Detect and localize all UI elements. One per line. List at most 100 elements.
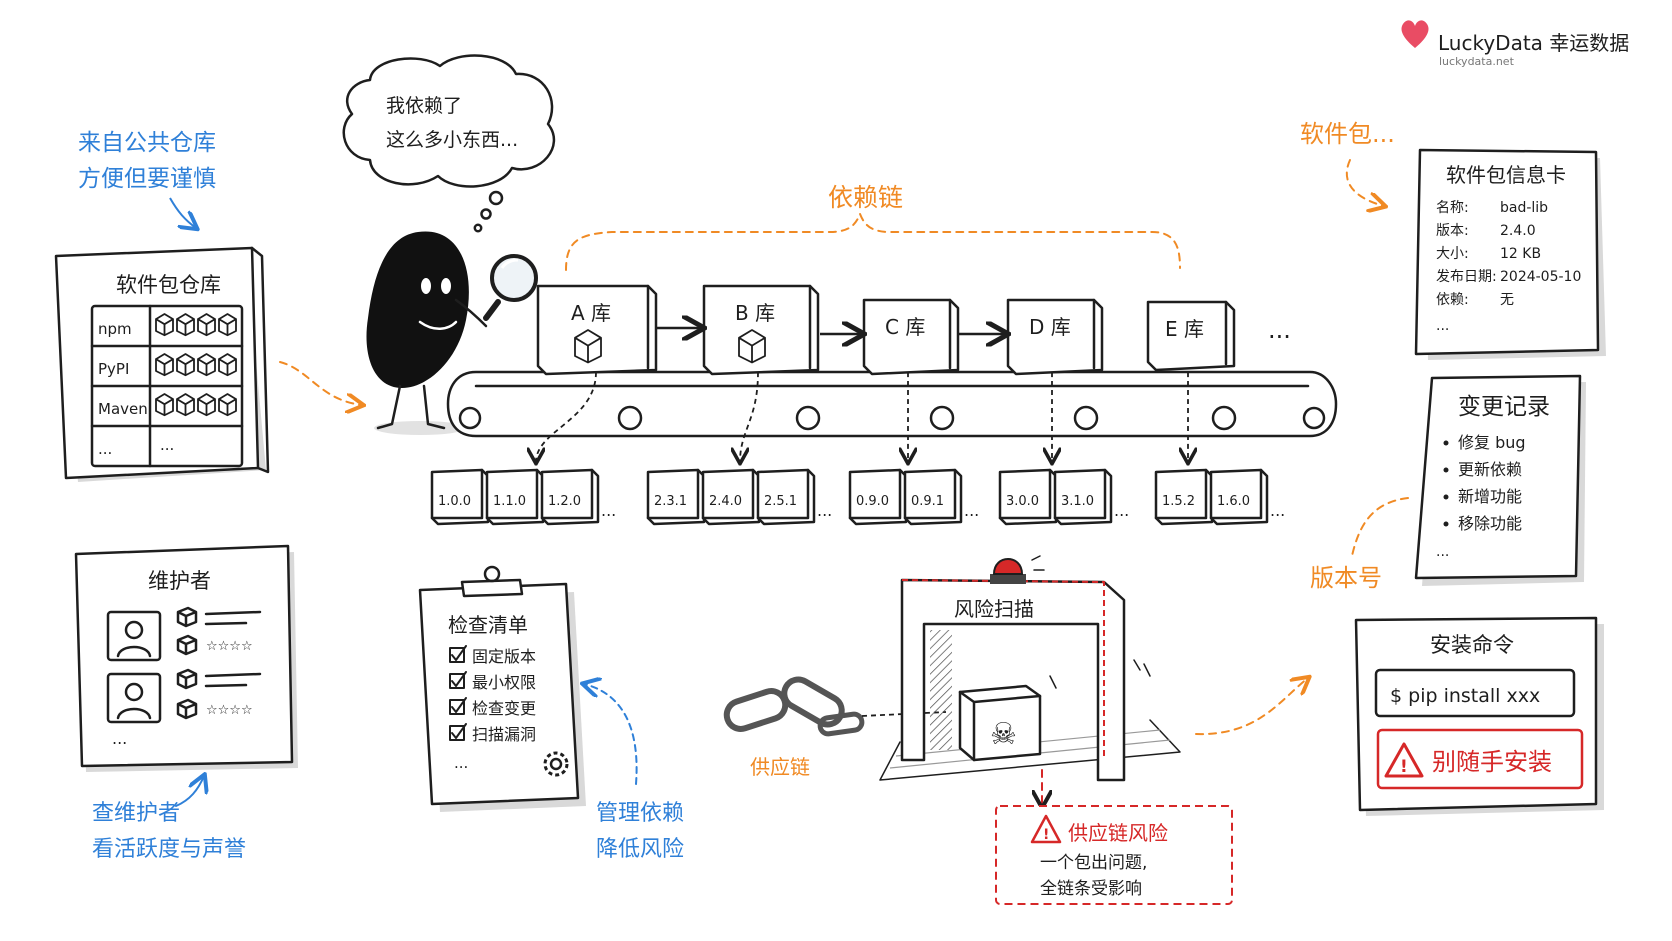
repository-title: 软件包仓库 [116, 273, 221, 297]
info-key: 名称: [1436, 200, 1469, 216]
version-box: 0.9.0 [848, 468, 908, 526]
package-cube-icon [218, 393, 237, 417]
version-box: 2.4.0 [701, 468, 761, 526]
character-with-magnifier [366, 231, 538, 435]
changelog-more: ... [1436, 544, 1449, 560]
version-label: 0.9.1 [911, 494, 944, 509]
info-key: 依赖: [1436, 292, 1469, 308]
scanner-to-install-arrow [1195, 678, 1308, 736]
changelog-item: 更新依赖 [1458, 460, 1522, 479]
repository-row-more: ... [160, 436, 174, 454]
changelog-title: 变更记录 [1458, 394, 1550, 420]
svg-text:!: ! [1043, 827, 1049, 843]
conveyor-roller [1211, 405, 1237, 431]
info-value: 12 KB [1500, 246, 1541, 262]
thought-line2: 这么多小东西... [386, 129, 518, 151]
version-group: 0.9.0 0.9.1... [848, 371, 979, 526]
library-box: B 库 [702, 284, 820, 376]
package-cube-icon [176, 353, 195, 377]
checklist-title: 检查清单 [448, 613, 528, 637]
version-label: 2.5.1 [764, 494, 797, 509]
version-label: 3.1.0 [1061, 494, 1094, 509]
package-cube-icon [176, 313, 195, 337]
package-note: 软件包... [1300, 120, 1395, 206]
heart-icon [1401, 20, 1429, 48]
install-title: 安装命令 [1430, 633, 1514, 657]
risk-line2: 全链条受影响 [1040, 879, 1142, 899]
public-repo-note-arrow [169, 197, 196, 228]
thought-bubble: 我依赖了 这么多小东西... [342, 54, 556, 233]
checklist-item: 固定版本 [472, 647, 536, 666]
conveyor-roller [617, 405, 643, 431]
checklist-item: 检查变更 [472, 699, 536, 718]
library-box: A 库 [536, 284, 658, 376]
version-label: 1.5.2 [1162, 494, 1195, 509]
version-box: 1.6.0 [1209, 468, 1269, 526]
maintainer-title: 维护者 [148, 569, 211, 593]
checkbox-checked-icon [449, 697, 467, 715]
package-cube-icon [574, 329, 602, 364]
star-rating-icon: ☆☆☆☆ [206, 703, 253, 718]
conveyor-roller [1073, 405, 1099, 431]
checklist-note: 管理依赖 降低风险 [584, 684, 684, 862]
skull-icon: ☠ [990, 717, 1017, 752]
version-box: 0.9.1 [903, 468, 963, 526]
checklist-note-line1: 管理依赖 [596, 801, 684, 826]
version-label: 0.9.0 [856, 494, 889, 509]
info-card-title: 软件包信息卡 [1446, 163, 1566, 187]
checklist-item: 最小权限 [472, 673, 536, 692]
thought-line1: 我依赖了 [386, 95, 462, 117]
library-name: A 库 [571, 301, 611, 325]
install-warning: 别随手安装 [1432, 748, 1552, 776]
repository-row-label: Maven [98, 400, 148, 418]
install-command-card: 安装命令 $ pip install xxx ! 别随手安装 [1354, 616, 1604, 816]
risk-title: 供应链风险 [1068, 821, 1168, 845]
maintainer-note-line2: 看活跃度与声誉 [92, 837, 246, 862]
library-name: C 库 [885, 315, 925, 339]
warning-icon: ! [1384, 742, 1424, 778]
package-cube-icon [197, 353, 216, 377]
version-box: 1.1.0 [485, 468, 545, 526]
brand-logo: LuckyData 幸运数据 luckydata.net [1401, 20, 1629, 68]
maintainer-more: ... [112, 729, 127, 748]
info-key: 版本: [1436, 223, 1469, 239]
info-key: 大小: [1436, 246, 1469, 262]
repository-row-label: npm [98, 320, 132, 338]
package-cube-icon [155, 393, 174, 417]
repository-row-label: ... [98, 440, 112, 458]
package-cube-icon [197, 393, 216, 417]
version-more: ... [601, 501, 616, 520]
gear-icon [543, 751, 569, 777]
version-box: 2.3.1 [646, 468, 706, 526]
info-value: bad-lib [1500, 200, 1548, 216]
version-box: 2.5.1 [756, 468, 816, 526]
package-note-text: 软件包... [1300, 120, 1395, 148]
version-label: 3.0.0 [1006, 494, 1039, 509]
warning-icon: ! [1030, 814, 1062, 844]
conveyor-roller [795, 405, 821, 431]
library-name: D 库 [1029, 315, 1071, 339]
library-name: E 库 [1165, 317, 1204, 341]
toxic-package: ☠ [958, 684, 1042, 762]
checkbox-checked-icon [449, 671, 467, 689]
supply-chain-label: 供应链 [750, 755, 810, 779]
public-repo-note: 来自公共仓库 方便但要谨慎 [78, 130, 216, 228]
version-more: ... [964, 501, 979, 520]
info-value: 2024-05-10 [1500, 269, 1581, 285]
changelog-item: 修复 bug [1458, 433, 1526, 452]
package-cube-icon [176, 393, 195, 417]
install-command: $ pip install xxx [1390, 685, 1540, 707]
package-cube-icon [155, 353, 174, 377]
dependency-chain-label: 依赖链 [828, 183, 903, 212]
public-repo-note-line1: 来自公共仓库 [78, 130, 216, 156]
version-box: 1.5.2 [1154, 468, 1214, 526]
checklist-item: 扫描漏洞 [472, 725, 536, 744]
info-value: 2.4.0 [1500, 223, 1536, 239]
repository-row-label: PyPI [98, 360, 129, 378]
library-name: B 库 [735, 301, 775, 325]
